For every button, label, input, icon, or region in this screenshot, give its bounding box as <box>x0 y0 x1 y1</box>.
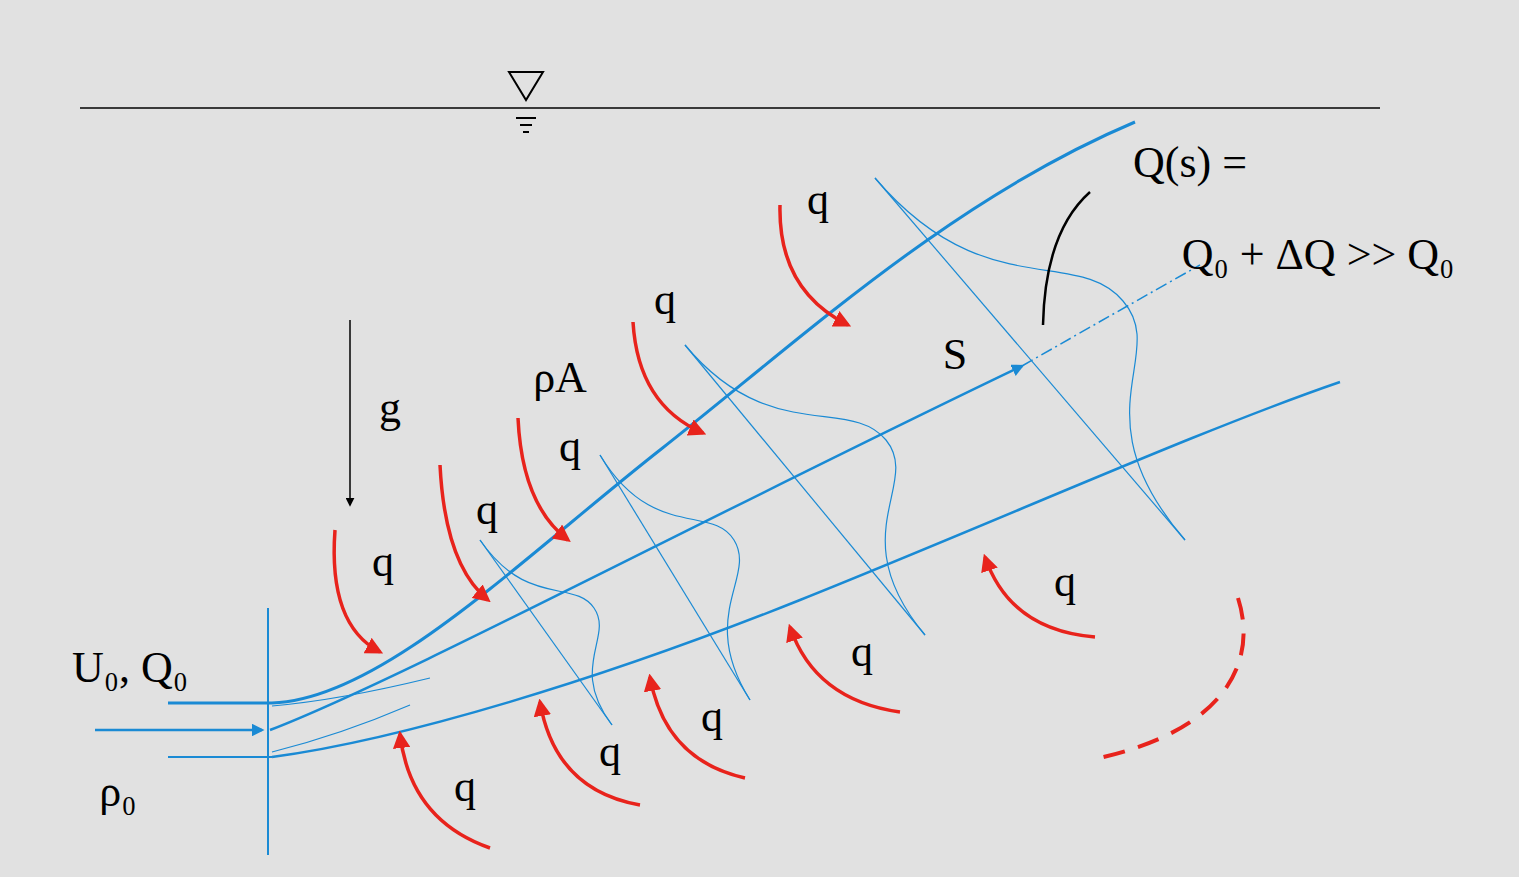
flow-label: q <box>851 630 873 674</box>
flow-label: S <box>943 333 967 377</box>
flow-label: q <box>476 488 498 532</box>
flow-label: U₀, Q₀ <box>72 646 188 690</box>
entrainment-arrow <box>334 205 1095 848</box>
gravity-arrow <box>349 320 351 505</box>
leader-line <box>1043 192 1090 325</box>
flow-label: Q(s) = <box>1133 141 1247 185</box>
flow-label: q <box>807 178 829 222</box>
flow-label: q <box>454 765 476 809</box>
flow-label: q <box>701 695 723 739</box>
flow-label: ρA <box>533 356 587 400</box>
flow-label: q <box>654 278 676 322</box>
flow-label: q <box>599 730 621 774</box>
jet-boundary <box>272 122 1340 757</box>
flow-label: q <box>559 425 581 469</box>
flow-label: g <box>379 386 401 430</box>
flow-label: Q₀ + ΔQ >> Q₀ <box>1182 233 1455 277</box>
flow-label: q <box>372 540 394 584</box>
return-flow-arc <box>1090 598 1244 760</box>
water-surface <box>80 107 1380 109</box>
jet-axis <box>270 265 1200 730</box>
flow-label: ρ₀ <box>99 770 136 814</box>
surface-symbol <box>509 72 543 132</box>
flow-label: q <box>1054 560 1076 604</box>
velocity-profile <box>480 178 1185 725</box>
